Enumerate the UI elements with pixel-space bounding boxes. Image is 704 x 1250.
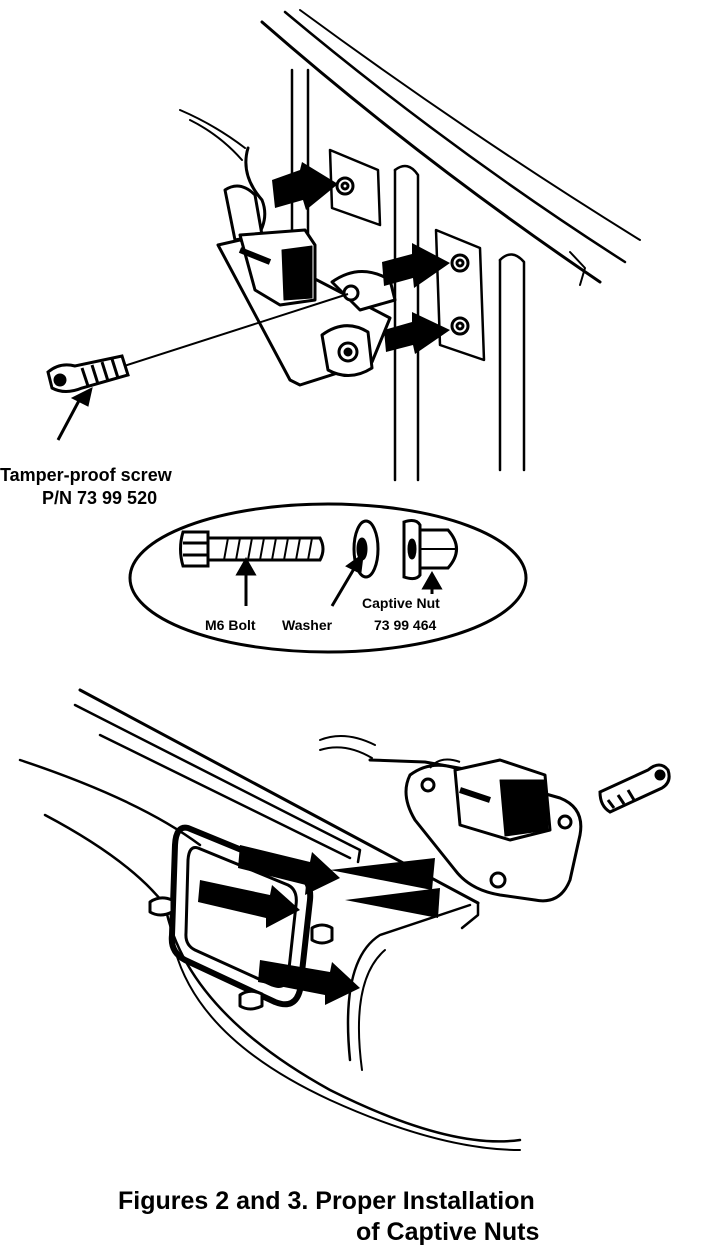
screw-label: Tamper-proof screw (0, 465, 173, 485)
washer-label: Washer (282, 617, 333, 633)
nut-label: Captive Nut (362, 595, 440, 611)
caption-line-1: Figures 2 and 3. Proper Installation (118, 1187, 535, 1215)
nut-part-number: 73 99 464 (374, 617, 436, 633)
figure-caption: Figures 2 and 3. Proper Installation of … (118, 1186, 678, 1248)
m6-bolt-drawing (179, 530, 325, 568)
figure-3-lock-assembly (404, 758, 583, 903)
figure-3-screw (598, 763, 671, 814)
figure-3-arrows (198, 845, 440, 1005)
tamper-proof-screw (46, 293, 349, 441)
figure-2-arrows (272, 162, 450, 354)
figure-2-lock-assembly (216, 184, 397, 387)
bolt-label: M6 Bolt (205, 617, 256, 633)
figure-3-door-panel (18, 688, 522, 1151)
inset-ellipse (128, 502, 528, 654)
screw-part-number: P/N 73 99 520 (42, 488, 157, 508)
inset-arrows (235, 552, 443, 607)
captive-nut-drawing (402, 519, 458, 581)
caption-line-2: of Captive Nuts (356, 1218, 540, 1246)
figure-2-nut-holes (335, 176, 470, 336)
